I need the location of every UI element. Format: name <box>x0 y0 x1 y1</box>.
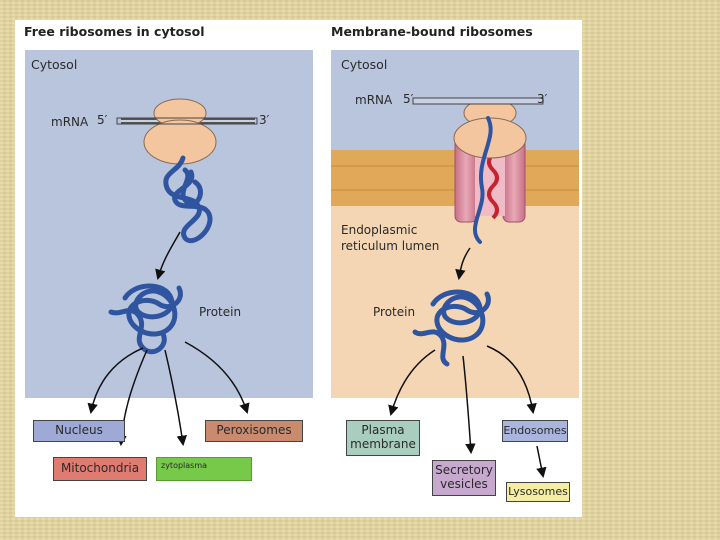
arrow-to-cytoplasma <box>164 349 188 447</box>
secretory-line2: vesicles <box>440 477 488 491</box>
mitochondria-box: Mitochondria <box>53 457 147 481</box>
arrow-to-plasma-membrane <box>388 349 436 417</box>
right-title: Membrane-bound ribosomes <box>331 24 533 39</box>
left-nascent-protein <box>163 155 213 243</box>
secretory-vesicles-box: Secretory vesicles <box>432 460 496 496</box>
protein-sorting-figure: Free ribosomes in cytosol Membrane-bound… <box>15 20 582 517</box>
plasma-membrane-line2: membrane <box>350 437 416 451</box>
right-three-prime-label: 3′ <box>537 92 548 106</box>
arrow-right-to-protein <box>455 247 471 281</box>
lysosomes-box: Lysosomes <box>506 482 570 502</box>
plasma-membrane-line1: Plasma <box>361 423 405 438</box>
left-protein-label: Protein <box>199 305 242 319</box>
left-three-prime-label: 3′ <box>259 113 270 127</box>
arrow-to-peroxisomes <box>184 341 250 415</box>
left-title: Free ribosomes in cytosol <box>24 24 205 39</box>
left-mrna-label: mRNA <box>51 115 89 129</box>
left-folded-protein <box>108 283 183 355</box>
er-lumen-label-line1: Endoplasmic <box>341 223 418 237</box>
right-nascent-protein <box>473 116 493 244</box>
arrow-to-secretory-vesicles <box>462 355 476 455</box>
arrow-left-to-protein <box>155 231 181 281</box>
cytoplasma-box: zytoplasma <box>156 457 252 481</box>
right-folded-protein <box>412 289 491 367</box>
right-cytosol-label: Cytosol <box>341 57 388 72</box>
secretory-line1: Secretory <box>435 463 493 478</box>
nucleus-box: Nucleus <box>33 420 125 442</box>
er-lumen-label-line2: reticulum lumen <box>341 239 440 253</box>
right-five-prime-label: 5′ <box>403 92 414 106</box>
endosomes-box: Endosomes <box>502 420 568 442</box>
left-ribosome <box>121 98 255 165</box>
arrow-to-endosomes <box>486 345 537 415</box>
diagram-graphics <box>25 50 579 479</box>
left-cytosol-label: Cytosol <box>31 57 78 72</box>
plasma-membrane-box: Plasma membrane <box>346 420 420 456</box>
left-five-prime-label: 5′ <box>97 113 108 127</box>
right-mrna-label: mRNA <box>355 93 393 107</box>
peroxisomes-box: Peroxisomes <box>205 420 303 442</box>
right-protein-label: Protein <box>373 305 416 319</box>
arrow-to-lysosomes <box>536 445 547 479</box>
arrow-to-nucleus <box>87 347 144 415</box>
